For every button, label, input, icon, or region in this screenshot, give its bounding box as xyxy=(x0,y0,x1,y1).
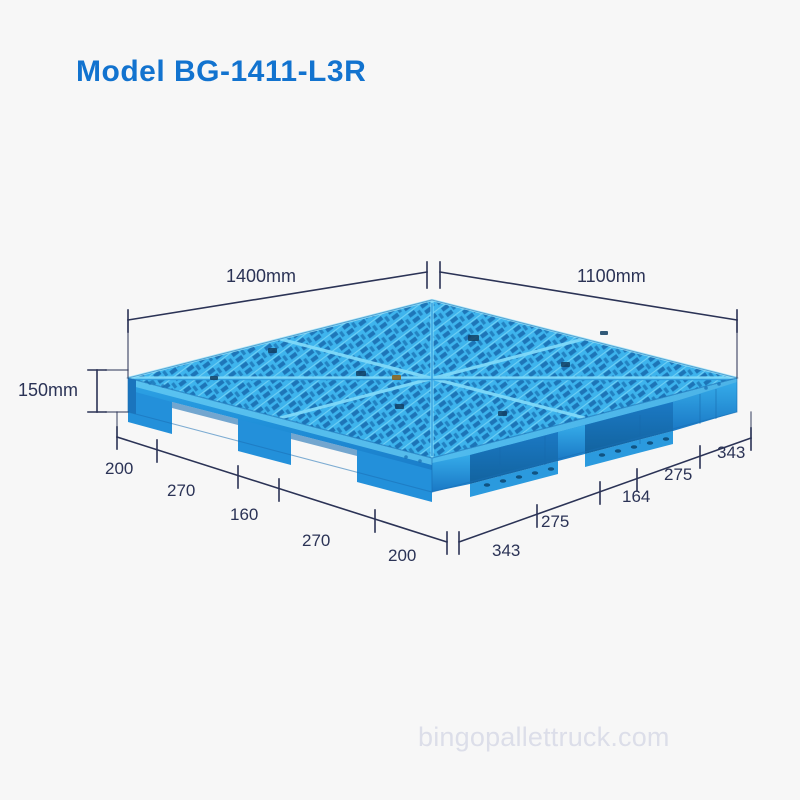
dimension-label-height: 150mm xyxy=(18,380,79,400)
chain-right-label-4: 275 xyxy=(664,465,693,484)
chain-right-label-3: 164 xyxy=(622,487,651,506)
site-watermark: bingopallettruck.com xyxy=(418,722,670,752)
chain-left-label-1: 200 xyxy=(105,459,134,478)
chain-left-label-4: 270 xyxy=(302,531,331,550)
chain-right-label-1: 343 xyxy=(492,541,521,560)
chain-right-label-2: 275 xyxy=(541,512,570,531)
dimension-label-width: 1100mm xyxy=(577,266,646,286)
page-title: Model BG-1411-L3R xyxy=(76,55,367,88)
chain-left-label-2: 270 xyxy=(167,481,196,500)
chain-left-label-5: 200 xyxy=(388,546,417,565)
left-underdeck-strip xyxy=(128,378,136,414)
chain-right-label-5: 343 xyxy=(717,443,746,462)
dimension-label-length: 1400mm xyxy=(226,266,297,286)
chain-left-label-3: 160 xyxy=(230,505,259,524)
